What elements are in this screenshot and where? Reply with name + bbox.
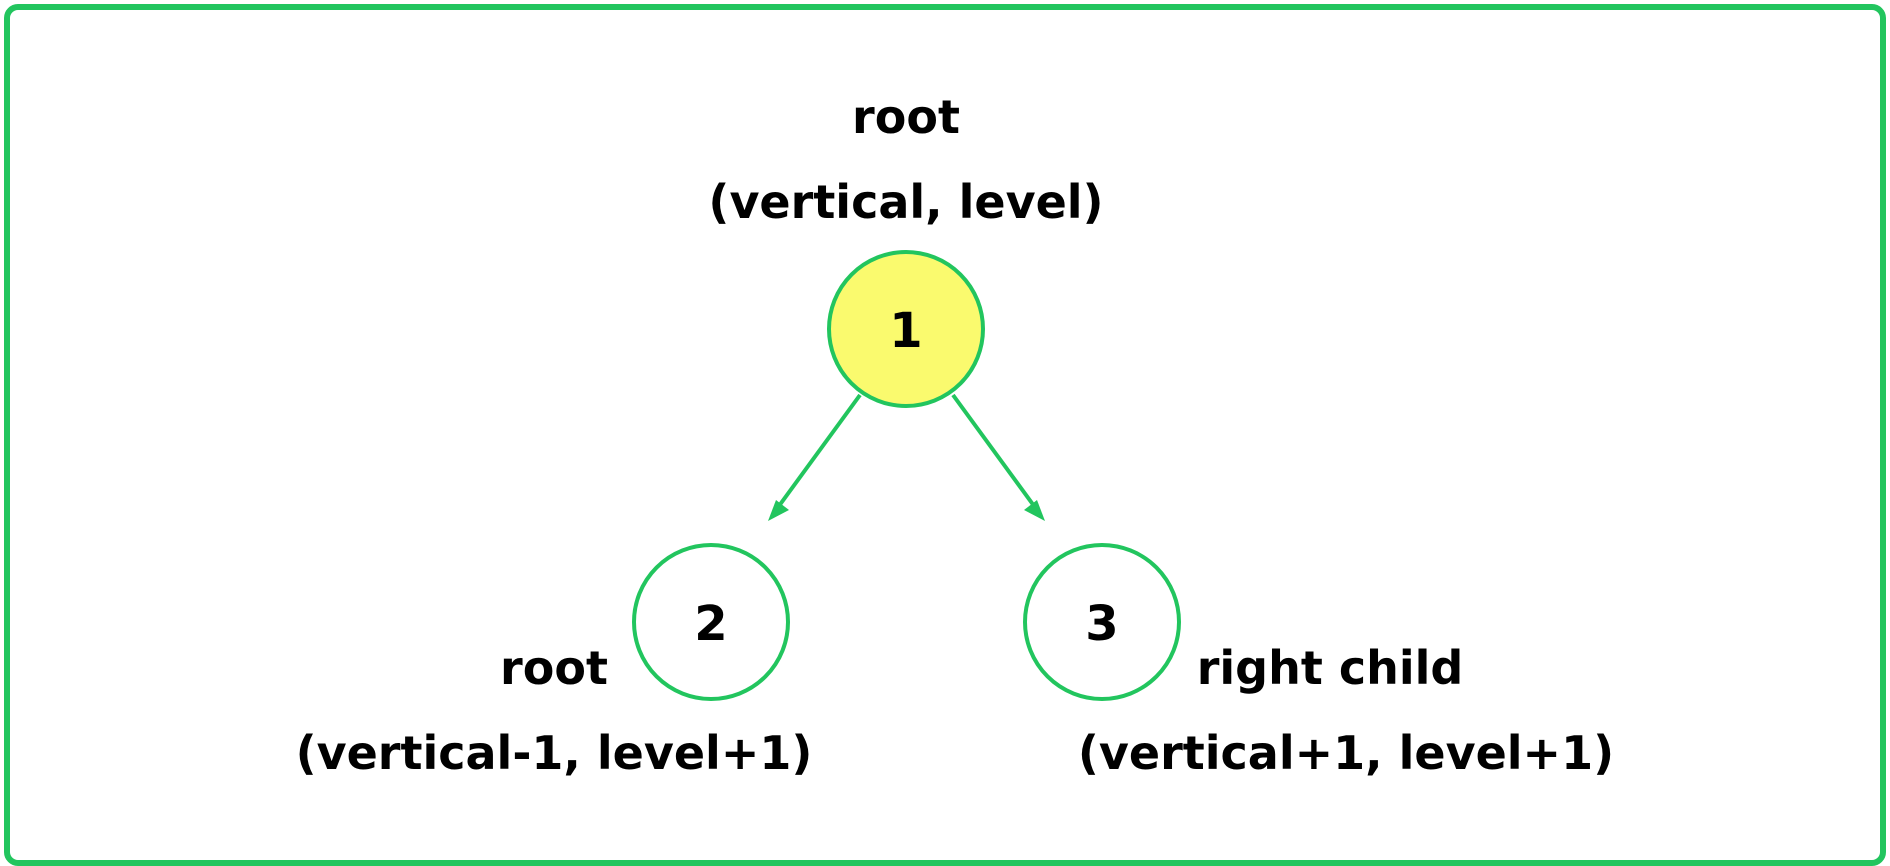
node-2-circle (632, 543, 790, 701)
node-1-circle (827, 250, 985, 408)
node-1: 1 (827, 250, 985, 408)
left-title-label: root (500, 641, 608, 695)
right-coords-label: (vertical+1, level+1) (1078, 726, 1614, 780)
node-3-label: 3 (1085, 596, 1118, 652)
node-3-circle (1023, 543, 1181, 701)
right-title-label: right child (1197, 641, 1464, 695)
node-3: 3 (1023, 543, 1181, 701)
node-2: 2 (632, 543, 790, 701)
node-2-label: 2 (694, 596, 727, 652)
edge-1-to-2 (768, 393, 862, 521)
left-coords-label: (vertical-1, level+1) (296, 726, 813, 780)
diagram-frame (4, 4, 1886, 866)
root-coords-label: (vertical, level) (708, 175, 1103, 229)
edge-1-to-3 (951, 393, 1045, 521)
node-1-label: 1 (889, 303, 922, 359)
root-title-label: root (852, 90, 960, 144)
